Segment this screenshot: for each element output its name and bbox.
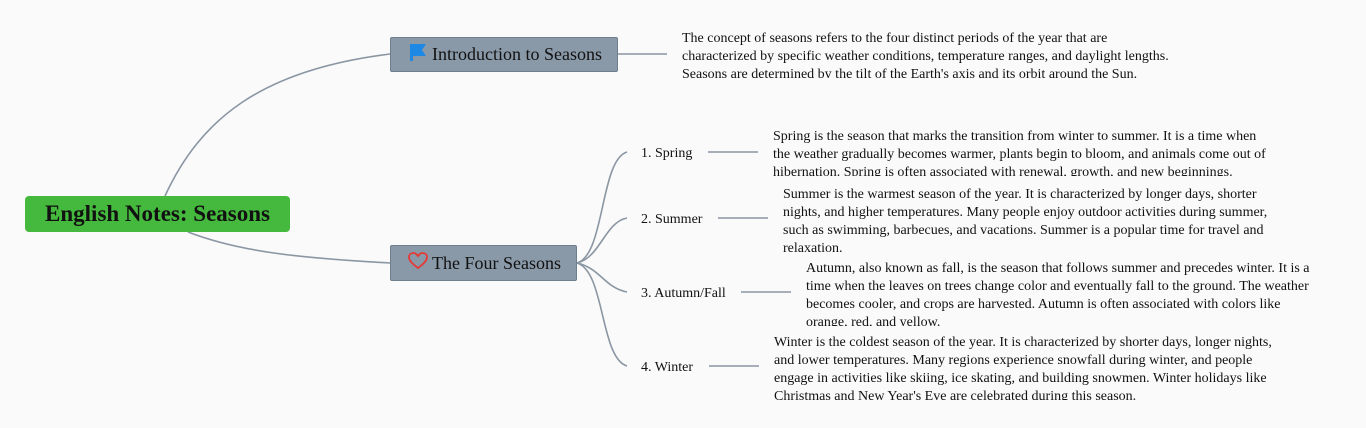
- connector-four-spring: [576, 151, 628, 264]
- root-topic[interactable]: English Notes: Seasons: [25, 196, 290, 232]
- subtopic-summer[interactable]: 2. Summer: [641, 212, 703, 227]
- connector-four-winter: [576, 262, 628, 367]
- connector-four-autumn: [576, 262, 628, 293]
- intro-note: The concept of seasons refers to the fou…: [682, 31, 1169, 78]
- summer-note: Summer is the warmest season of the year…: [783, 187, 1268, 252]
- subtopic-winter[interactable]: 4. Winter: [641, 360, 694, 375]
- topic-label: Introduction to Seasons: [432, 44, 602, 64]
- winter-note: Winter is the coldest season of the year…: [774, 335, 1272, 400]
- topic-label: The Four Seasons: [432, 252, 561, 273]
- connector-four-summer: [576, 217, 628, 264]
- topic-introduction[interactable]: Introduction to Seasons: [390, 37, 618, 72]
- connector-root-intro: [164, 53, 391, 197]
- heart-icon: [408, 251, 428, 275]
- subtopic-autumn[interactable]: 3. Autumn/Fall: [641, 286, 726, 301]
- connector-root-four: [187, 231, 391, 264]
- flag-icon: [408, 42, 428, 67]
- subtopic-spring[interactable]: 1. Spring: [641, 146, 693, 161]
- autumn-note: Autumn, also known as fall, is the seaso…: [806, 261, 1310, 326]
- spring-note: Spring is the season that marks the tran…: [773, 129, 1266, 176]
- topic-four-seasons[interactable]: The Four Seasons: [390, 245, 577, 281]
